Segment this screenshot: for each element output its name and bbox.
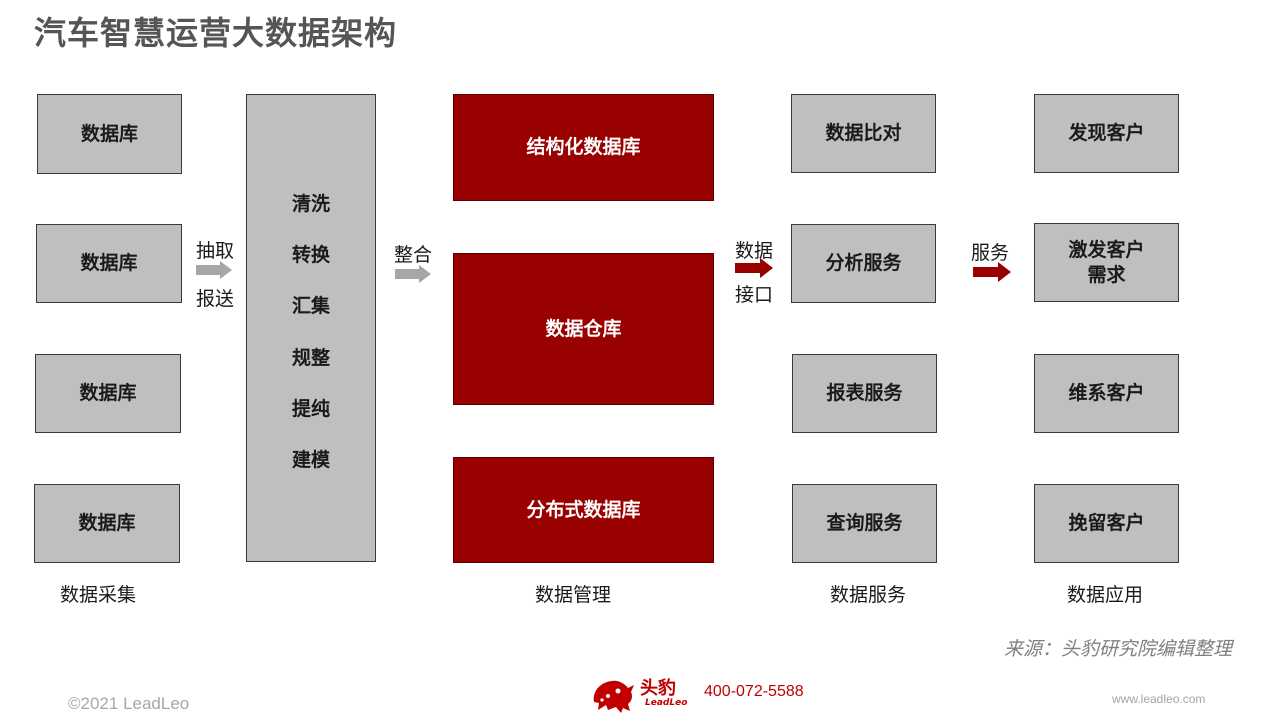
step-aggregate: 汇集 [291, 295, 330, 317]
page-title: 汽车智慧运营大数据架构 [34, 14, 398, 52]
caption-serve: 数据服务 [830, 584, 907, 606]
brand-name-en: LeadLeo [645, 698, 688, 708]
source-db-4: 数据库 [34, 484, 180, 563]
service-query: 查询服务 [792, 484, 937, 563]
integrate-arrow-icon [395, 265, 431, 283]
app-stimulate-demand: 激发客户 需求 [1034, 223, 1179, 302]
app-winback-customer: 挽留客户 [1034, 484, 1179, 563]
step-clean: 清洗 [291, 193, 330, 215]
extract-arrow-icon [196, 261, 232, 279]
source-db-3: 数据库 [35, 354, 181, 433]
extract-label-1: 抽取 [196, 240, 235, 262]
caption-collect: 数据采集 [60, 584, 137, 606]
service-report: 报表服务 [792, 354, 937, 433]
integrate-label: 整合 [394, 244, 433, 266]
processing-panel: 清洗 转换 汇集 规整 提纯 建模 [246, 94, 376, 562]
service-analysis: 分析服务 [791, 224, 936, 303]
interface-label-1: 数据 [735, 240, 774, 262]
step-normalize: 规整 [291, 347, 330, 369]
step-purify: 提纯 [291, 398, 330, 420]
extract-label-2: 报送 [196, 288, 235, 310]
source-db-1: 数据库 [37, 94, 182, 174]
brand-name: 头豹 [640, 678, 676, 699]
website-link[interactable]: www.leadleo.com [1112, 692, 1206, 706]
app-retain-customer: 维系客户 [1034, 354, 1179, 433]
caption-manage: 数据管理 [535, 584, 612, 606]
service-arrow-icon [973, 262, 1011, 282]
copyright: ©2021 LeadLeo [68, 694, 190, 713]
source-note: 来源：头豹研究院编辑整理 [1003, 638, 1232, 660]
mgmt-data-warehouse: 数据仓库 [453, 253, 714, 405]
caption-apply: 数据应用 [1067, 584, 1144, 606]
mgmt-structured-db: 结构化数据库 [453, 94, 714, 201]
phone-number: 400-072-5588 [704, 683, 804, 700]
service-compare: 数据比对 [791, 94, 936, 173]
step-model: 建模 [291, 449, 330, 471]
mgmt-distributed-db: 分布式数据库 [453, 457, 714, 563]
service-label: 服务 [971, 242, 1010, 264]
interface-arrow-icon [735, 258, 773, 278]
source-db-2: 数据库 [36, 224, 182, 303]
app-discover-customer: 发现客户 [1034, 94, 1179, 173]
interface-label-2: 接口 [735, 284, 774, 306]
step-transform: 转换 [291, 244, 330, 266]
leopard-logo-icon [593, 680, 634, 713]
